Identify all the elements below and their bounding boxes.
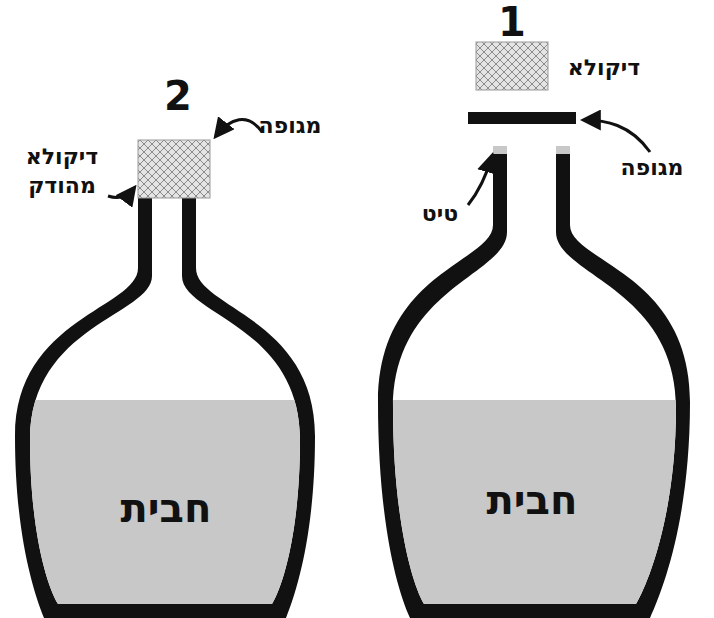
jug-label: חבית	[487, 477, 578, 523]
callout-number: 1	[498, 0, 526, 48]
part-name: דיקולא	[568, 54, 641, 83]
part-name: מגופה	[259, 112, 322, 141]
callout-number-text: 2	[164, 70, 192, 122]
jug-body: חבית	[479, 473, 586, 527]
jug-label: חבית	[121, 485, 212, 531]
callout-number-text: 1	[498, 0, 526, 48]
callout-number: 2	[164, 70, 192, 122]
part-name-text: דיקולא	[568, 54, 641, 83]
part-name: מגופה	[621, 154, 684, 183]
part-name-text: מגופה	[259, 112, 322, 141]
part-name-text: טיט	[422, 200, 458, 229]
jug-1	[378, 42, 690, 618]
part-name-text: מגופה	[621, 154, 684, 183]
part-name: טיט	[422, 200, 458, 229]
part-name-text: דיקולא מהודק	[13, 143, 111, 200]
jug-body: חבית	[113, 481, 220, 535]
part-name: דיקולא מהודק	[13, 143, 111, 200]
